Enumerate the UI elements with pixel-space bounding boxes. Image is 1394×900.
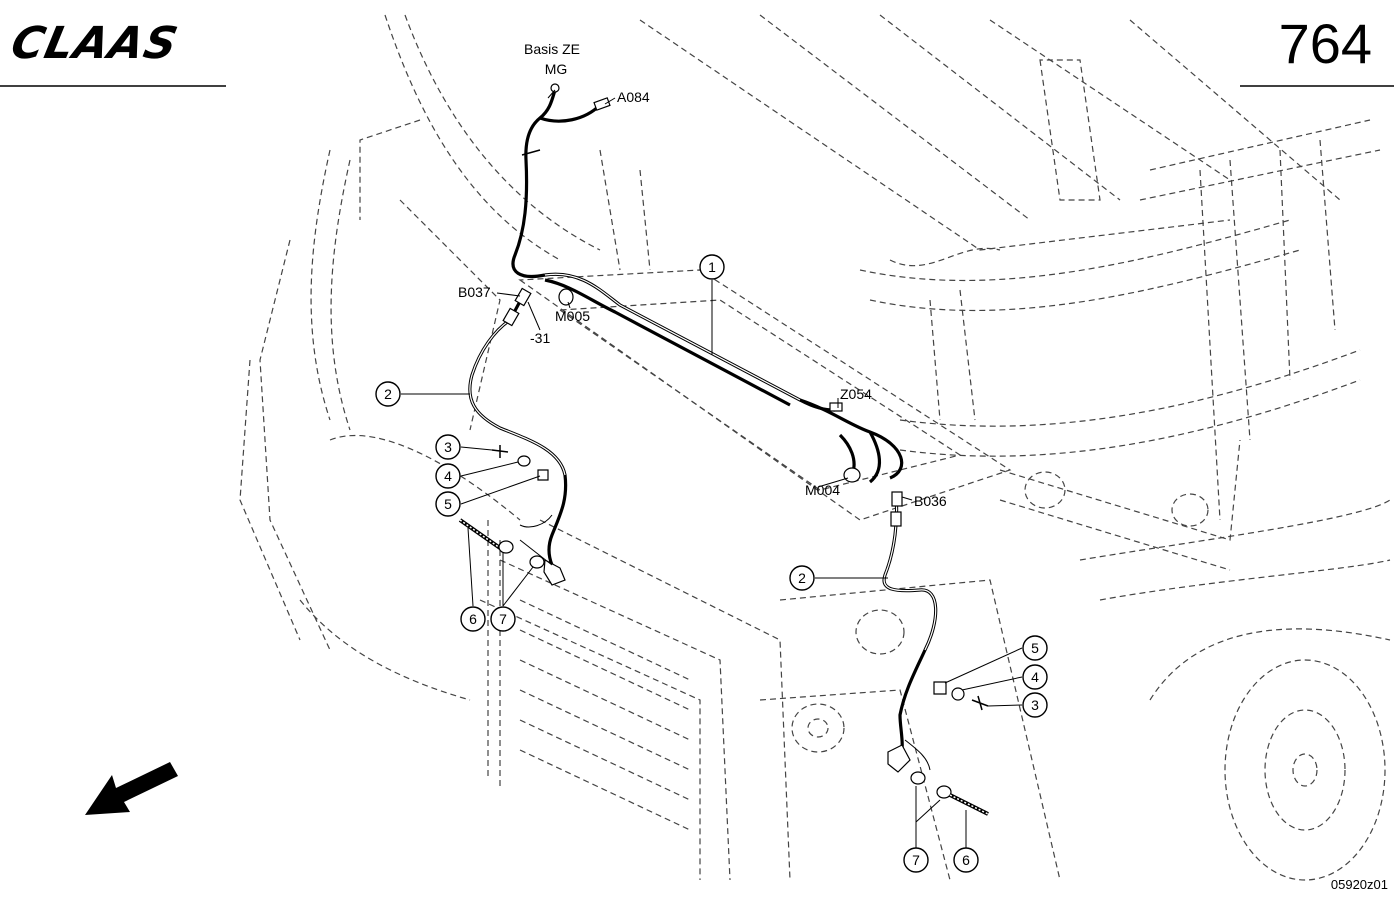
label-minus31: -31 (530, 330, 550, 346)
callout-leaders (401, 89, 1023, 848)
svg-text:7: 7 (499, 611, 507, 627)
harness-2-left (458, 287, 568, 586)
callout-1: 1 (699, 254, 725, 280)
callout-5-left: 5 (435, 491, 461, 517)
svg-text:1: 1 (708, 259, 716, 275)
svg-text:5: 5 (444, 496, 452, 512)
svg-text:5: 5 (1031, 640, 1039, 656)
svg-text:2: 2 (798, 570, 806, 586)
svg-text:2: 2 (384, 386, 392, 402)
harness-1 (511, 83, 904, 484)
label-m004: M004 (805, 482, 840, 498)
arrow-down-left-icon (85, 762, 178, 815)
label-b037: B037 (458, 284, 491, 300)
label-a084: A084 (617, 89, 650, 105)
svg-text:4: 4 (444, 468, 452, 484)
svg-text:4: 4 (1031, 669, 1039, 685)
callout-2-left: 2 (375, 381, 401, 407)
callout-4-right: 4 (1022, 664, 1048, 690)
label-mg: MG (545, 61, 568, 77)
label-m005: M005 (555, 308, 590, 324)
label-b036: B036 (914, 493, 947, 509)
svg-text:3: 3 (1031, 697, 1039, 713)
drawing-id: 05920z01 (1330, 877, 1388, 892)
svg-text:6: 6 (469, 611, 477, 627)
callout-6-left: 6 (460, 606, 486, 632)
callout-7-right: 7 (903, 847, 929, 873)
harness-2-right (882, 491, 989, 816)
label-z054: Z054 (840, 386, 872, 402)
callout-7-left: 7 (490, 606, 516, 632)
callout-6-right: 6 (953, 847, 979, 873)
callout-2-right: 2 (789, 565, 815, 591)
callout-5-right: 5 (1022, 635, 1048, 661)
label-basis-ze: Basis ZE (524, 41, 580, 57)
callout-4-left: 4 (435, 463, 461, 489)
svg-text:3: 3 (444, 439, 452, 455)
svg-text:7: 7 (912, 852, 920, 868)
svg-text:6: 6 (962, 852, 970, 868)
callout-3-right: 3 (1022, 692, 1048, 718)
machine-outline (239, 14, 1391, 881)
page-number: 764 (1278, 12, 1372, 75)
callout-3-left: 3 (435, 434, 461, 460)
